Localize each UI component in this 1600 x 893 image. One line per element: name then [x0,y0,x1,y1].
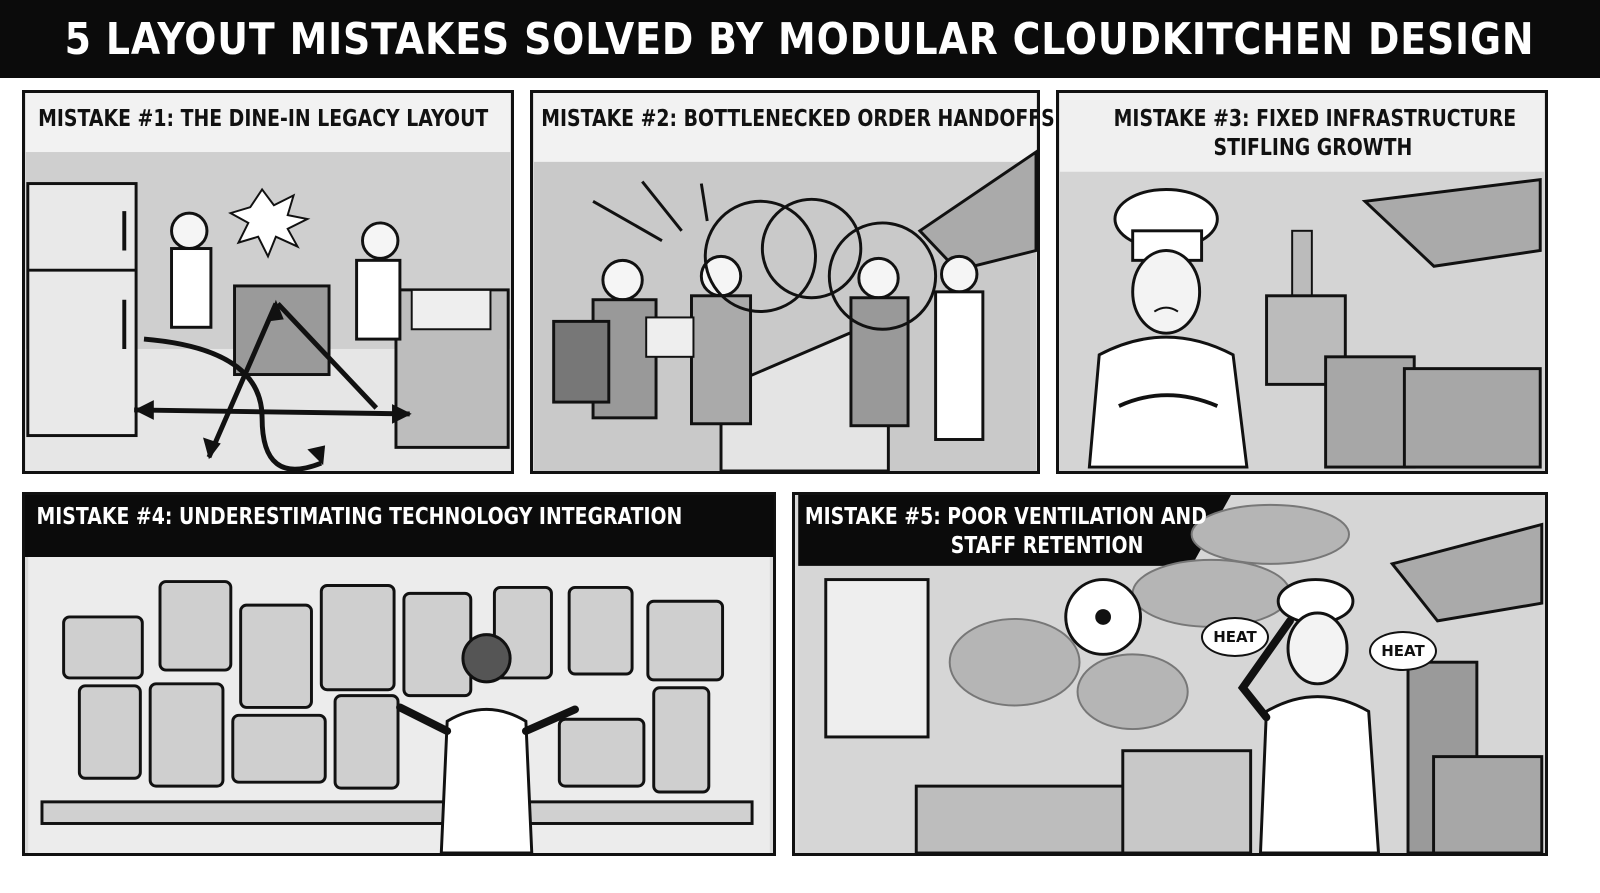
order-handoff-illustration [533,93,1038,473]
panel-mistake-4: MISTAKE #4: UNDERESTIMATING TECHNOLOGY I… [22,492,776,856]
panel-3-caption-line-1: MISTAKE #3: FIXED INFRASTRUCTURE [1113,106,1517,132]
hot-kitchen-illustration [798,495,1544,855]
panel-2-caption-text: MISTAKE #2: BOTTLENECKED ORDER HANDOFFS [541,106,1055,132]
panel-1-caption: MISTAKE #1: THE DINE-IN LEGACY LAYOUT [25,93,488,134]
title-banner: 5 LAYOUT MISTAKES SOLVED BY MODULAR CLOU… [0,0,1600,78]
panel-3-caption-line-2: STIFLING GROWTH [1213,135,1413,161]
panel-4-caption-text: MISTAKE #4: UNDERESTIMATING TECHNOLOGY I… [36,504,683,530]
messy-kitchen-illustration [25,93,511,472]
panel-mistake-3: MISTAKE #3: FIXED INFRASTRUCTURE STIFLIN… [1056,90,1548,474]
panel-4-caption: MISTAKE #4: UNDERESTIMATING TECHNOLOGY I… [25,495,774,557]
speech-bubble-heat-2: HEAT [1369,631,1437,671]
panel-mistake-1: MISTAKE #1: THE DINE-IN LEGACY LAYOUT [22,90,514,474]
page-title: 5 LAYOUT MISTAKES SOLVED BY MODULAR CLOU… [65,13,1535,65]
panel-5-caption-line-2: STAFF RETENTION [950,533,1144,559]
speech-bubble-heat-1: HEAT [1201,617,1269,657]
panel-mistake-5: MISTAKE #5: POOR VENTILATION AND STAFF R… [792,492,1548,856]
frustrated-chef-illustration [1059,93,1545,471]
panel-3-caption: MISTAKE #3: FIXED INFRASTRUCTURE STIFLIN… [1104,93,1517,163]
speech-bubble-heat-2-text: HEAT [1381,642,1425,660]
tablet-wall-illustration [28,555,770,855]
panel-1-caption-text: MISTAKE #1: THE DINE-IN LEGACY LAYOUT [38,106,489,132]
panel-mistake-2: MISTAKE #2: BOTTLENECKED ORDER HANDOFFS [530,90,1055,474]
panel-5-caption: MISTAKE #5: POOR VENTILATION AND STAFF R… [795,495,1410,561]
panel-2-caption: MISTAKE #2: BOTTLENECKED ORDER HANDOFFS [533,93,1055,134]
panel-5-caption-line-1: MISTAKE #5: POOR VENTILATION AND [804,504,1207,530]
speech-bubble-heat-1-text: HEAT [1213,628,1257,646]
